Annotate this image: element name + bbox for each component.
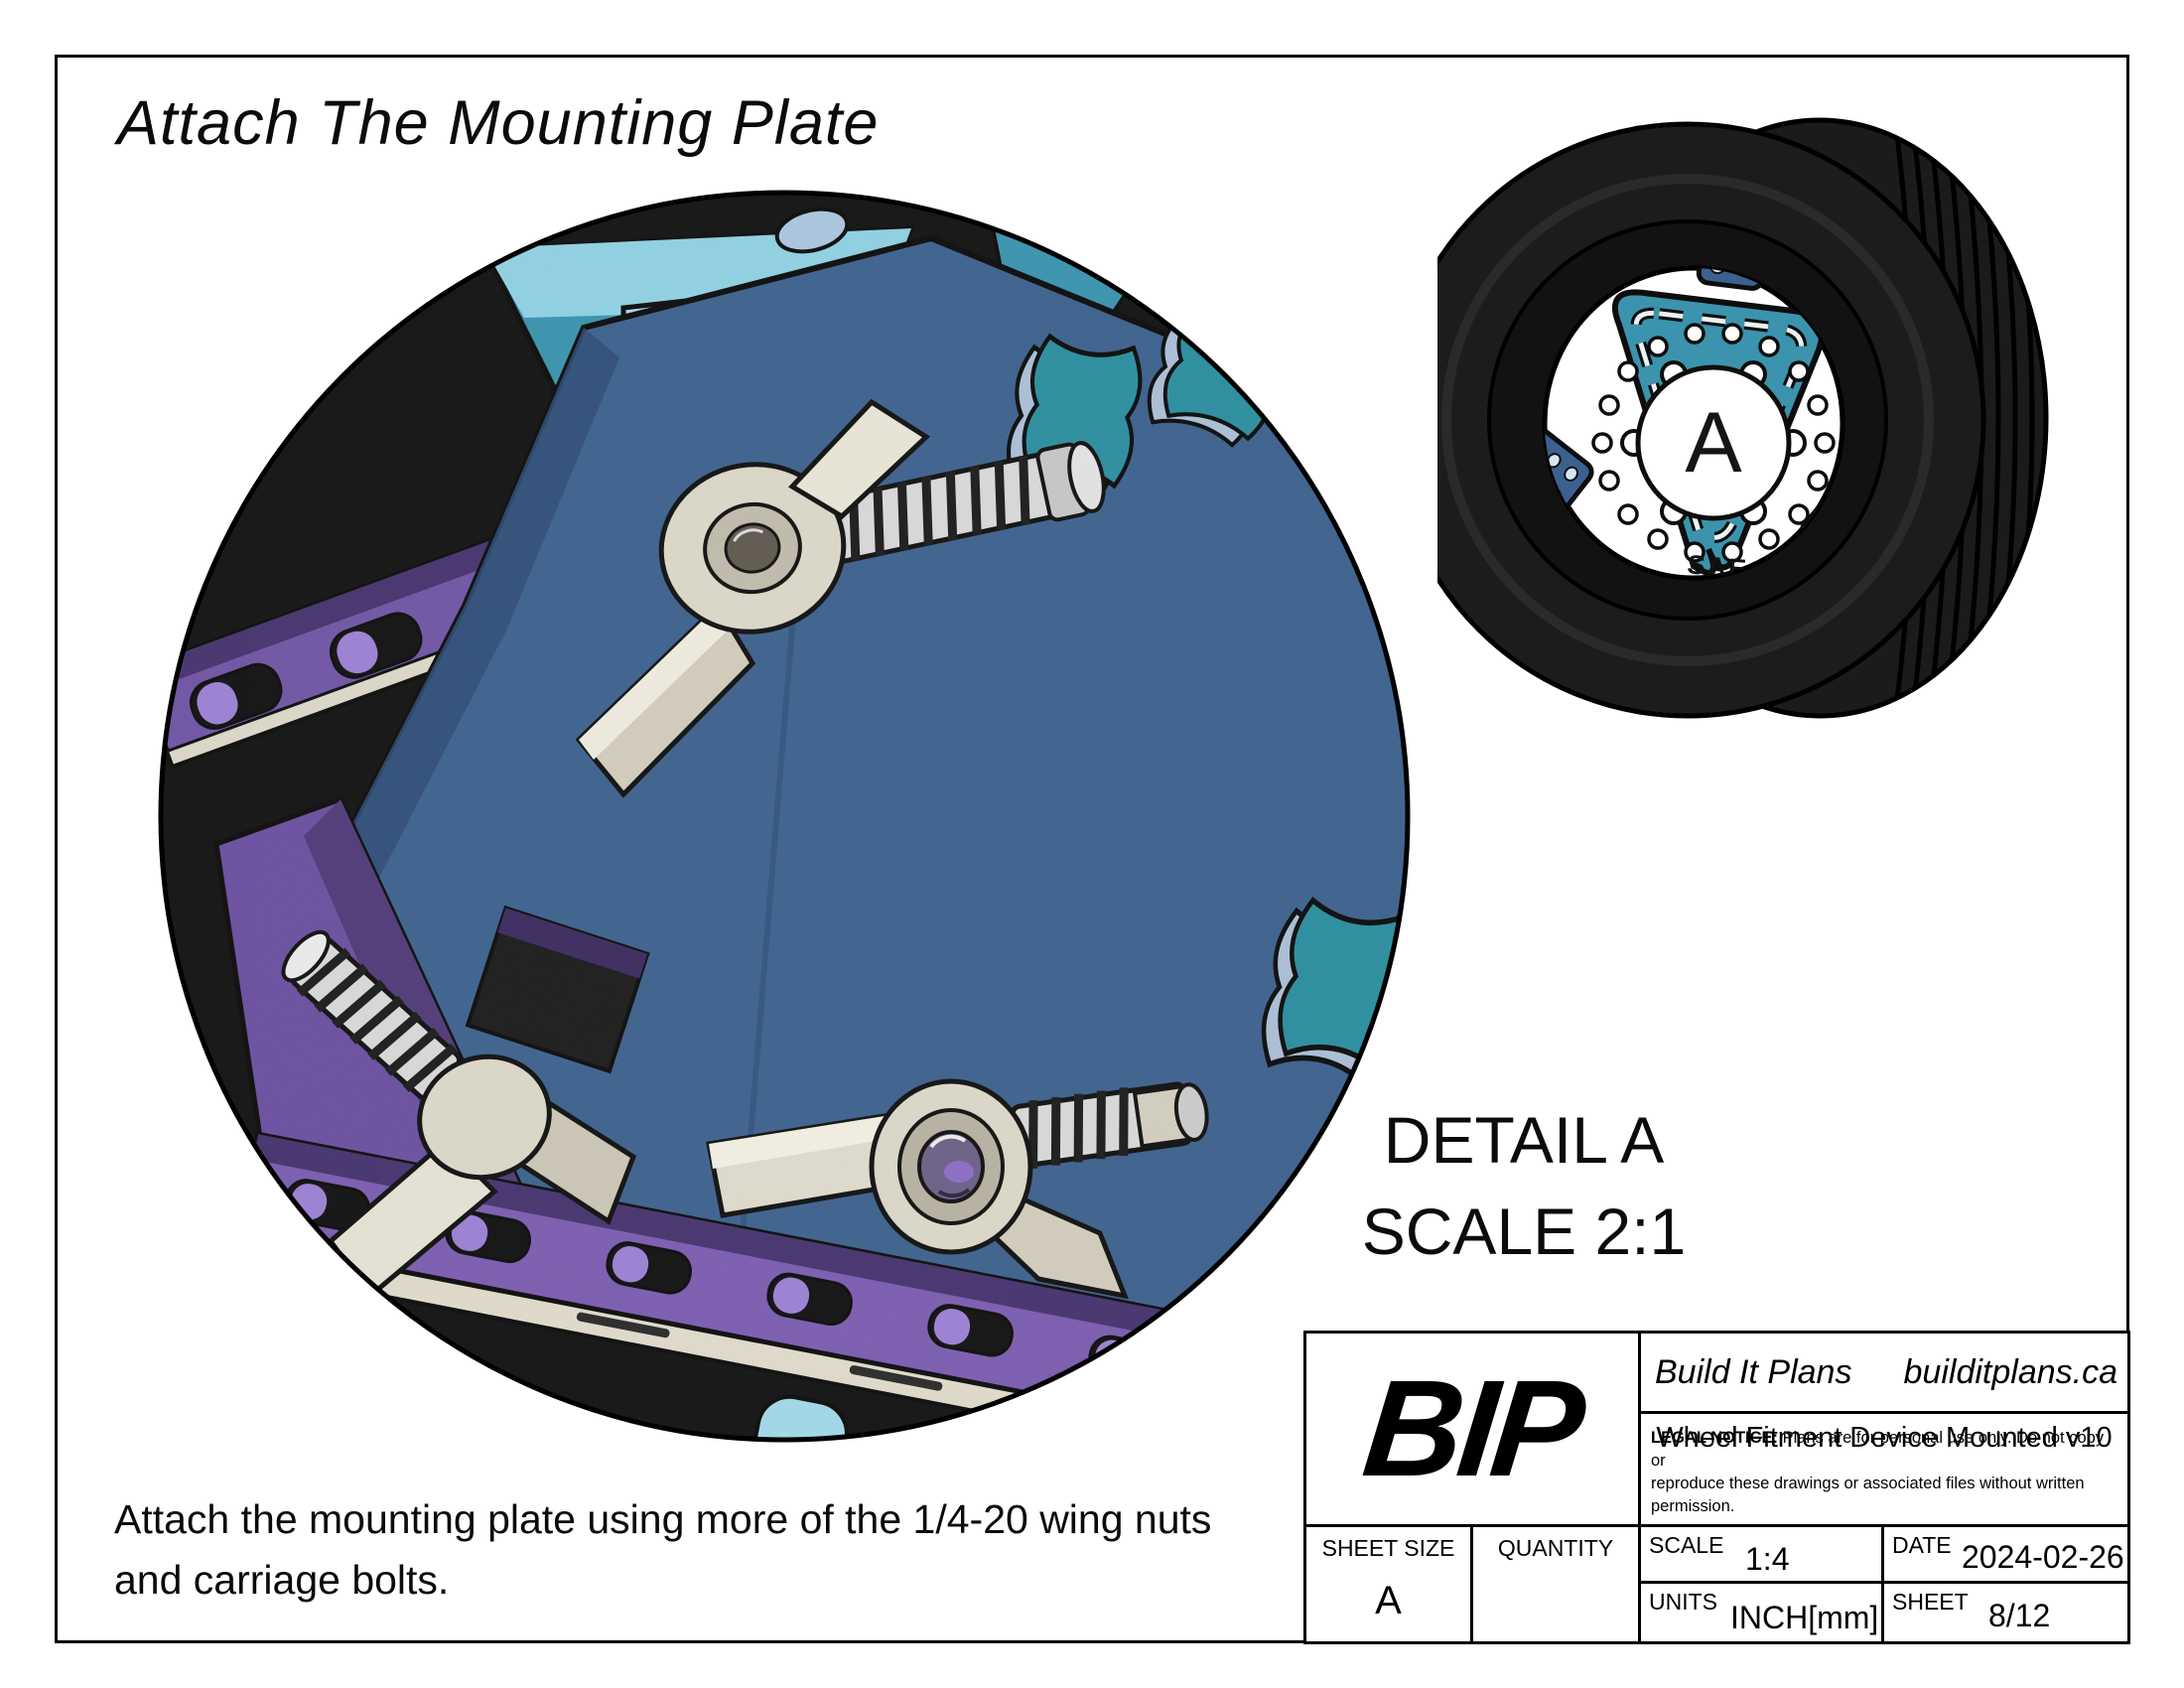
project-title: Wheel Fitment Device Mounted v10 xyxy=(1656,1422,2113,1454)
logo-cell: BIP xyxy=(1306,1334,1641,1527)
hub-emblem: A SAE xyxy=(1591,323,1836,578)
triangle-slots xyxy=(1630,307,1808,543)
date-label: DATE xyxy=(1892,1532,1952,1558)
sheet-label: SHEET xyxy=(1892,1589,1969,1615)
step-caption: Attach the mounting plate using more of … xyxy=(114,1489,1211,1611)
date-value: 2024-02-26 xyxy=(1962,1539,2124,1575)
project-cell: Wheel Fitment Device Mounted v10 LEGAL N… xyxy=(1641,1414,2127,1527)
legal-notice: LEGAL NOTICE: Plans are for personal use… xyxy=(1651,1427,2121,1518)
scale-value: 1:4 xyxy=(1745,1541,1790,1577)
company-name: Build It Plans xyxy=(1655,1353,1852,1391)
legal-line-1: Plans are for personal use only. Do not … xyxy=(1651,1428,2105,1470)
sheet-size-cell: SHEET SIZE A xyxy=(1306,1527,1473,1641)
quantity-cell: QUANTITY xyxy=(1473,1527,1641,1641)
hub-dot-ring xyxy=(1591,323,1836,563)
company-website: builditplans.ca xyxy=(1903,1353,2117,1391)
detail-view-illustration xyxy=(158,190,1411,1443)
sheet-border xyxy=(55,55,2129,1643)
texture-overlay xyxy=(161,193,1408,1440)
sheet-size-label: SHEET SIZE xyxy=(1321,1535,1455,1561)
date-cell: DATE 2024-02-26 xyxy=(1884,1527,2127,1584)
caption-line-2: and carriage bolts. xyxy=(114,1557,450,1603)
detail-scale: SCALE 2:1 xyxy=(1361,1195,1687,1268)
detail-title: DETAIL A xyxy=(1383,1103,1665,1177)
sheet-cell: SHEET 8/12 xyxy=(1884,1584,2127,1641)
units-label: UNITS xyxy=(1649,1589,1717,1615)
quantity-label: QUANTITY xyxy=(1497,1535,1614,1561)
scale-cell: SCALE 1:4 xyxy=(1641,1527,1884,1584)
hub-letter: A xyxy=(1685,395,1742,491)
brand-logo: BIP xyxy=(1357,1351,1587,1505)
page-title: Attach The Mounting Plate xyxy=(117,88,880,158)
caption-line-1: Attach the mounting plate using more of … xyxy=(114,1496,1212,1542)
units-value: INCH[mm] xyxy=(1730,1600,1879,1635)
legal-line-2: reproduce these drawings or associated f… xyxy=(1651,1474,2085,1515)
sheet-value: 8/12 xyxy=(1988,1598,2051,1633)
company-row: Build It Plans builditplans.ca xyxy=(1641,1334,2127,1414)
units-cell: UNITS INCH[mm] xyxy=(1641,1584,1884,1641)
title-block: BIP Build It Plans builditplans.ca Wheel… xyxy=(1303,1331,2130,1644)
detail-circle-outline xyxy=(158,190,1411,1443)
scale-label: SCALE xyxy=(1649,1532,1724,1558)
wheel-illustration: A SAE xyxy=(1437,117,2049,719)
legal-label: LEGAL NOTICE: xyxy=(1651,1428,1779,1447)
detail-callout: DETAIL A SCALE 2:1 xyxy=(1271,1094,1777,1277)
sheet-size-value: A xyxy=(1375,1579,1402,1622)
